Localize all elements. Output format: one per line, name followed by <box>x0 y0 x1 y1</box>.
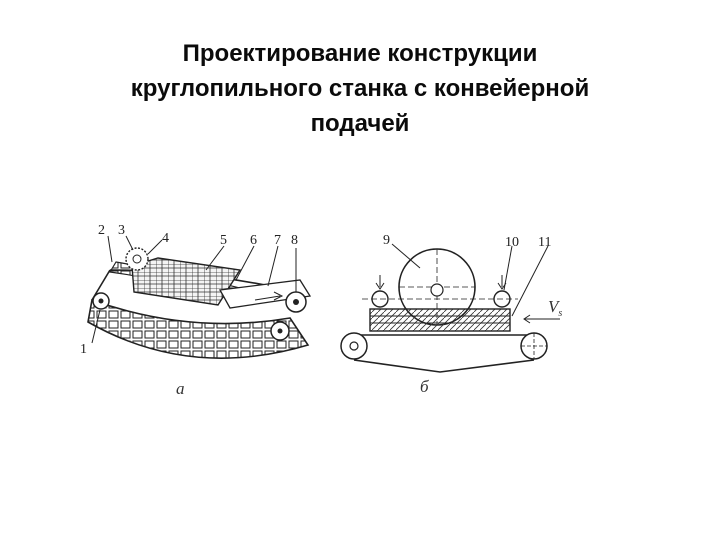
figure-a-conveyor-saw: 1 2 3 4 5 6 7 8 а <box>80 223 312 398</box>
leader-4 <box>147 239 163 255</box>
guide-rail <box>218 279 312 309</box>
speed-label-v: V <box>548 297 561 316</box>
speed-label: Vs <box>548 297 562 319</box>
label-7: 7 <box>274 233 281 248</box>
label-6: 6 <box>250 233 257 248</box>
label-2: 2 <box>98 223 105 238</box>
leader-7 <box>267 245 279 287</box>
slide-title: Проектирование конструкции круглопильног… <box>60 36 660 141</box>
feed-speed-arrow <box>523 314 560 324</box>
title-line-2: круглопильного станка с конвейерной <box>130 75 590 102</box>
workpiece-stack <box>369 308 511 332</box>
blade-hub <box>430 283 444 297</box>
workpiece-layers <box>370 315 510 324</box>
title-line-1: Проектирование конструкции <box>182 40 538 67</box>
label-1: 1 <box>80 342 87 357</box>
label-11: 11 <box>538 235 551 250</box>
workpiece-board <box>131 257 242 306</box>
title-line-3: подачей <box>310 110 410 137</box>
roller-bottom-axle <box>277 328 283 334</box>
leader-10 <box>503 245 513 291</box>
leader-9 <box>391 243 421 269</box>
label-8: 8 <box>291 233 298 248</box>
pulley-left-hub <box>349 341 359 351</box>
label-3: 3 <box>118 223 125 238</box>
chain-conveyor <box>87 298 310 359</box>
label-4: 4 <box>162 231 169 246</box>
belt-bottom <box>353 359 535 373</box>
caption-b: б <box>420 377 429 396</box>
roller-left-axle <box>98 298 104 304</box>
feed-arrow <box>254 291 284 301</box>
caption-a: а <box>176 379 185 398</box>
leader-6 <box>235 245 255 281</box>
leader-3 <box>125 235 134 251</box>
saw-blade <box>125 247 149 271</box>
leader-2 <box>107 235 113 263</box>
press-arrow-left <box>375 275 385 290</box>
roller-right-axle <box>293 299 299 305</box>
saw-hub <box>132 254 142 264</box>
leader-1 <box>91 309 101 344</box>
pulley-right-centerlines <box>521 333 547 359</box>
speed-label-sub: s <box>558 308 562 319</box>
label-10: 10 <box>505 235 519 250</box>
leader-11 <box>511 245 549 317</box>
figure-b-side-view: Vs 9 10 11 б <box>340 233 562 396</box>
label-9: 9 <box>383 233 390 248</box>
leader-5 <box>205 245 225 271</box>
label-5: 5 <box>220 233 227 248</box>
